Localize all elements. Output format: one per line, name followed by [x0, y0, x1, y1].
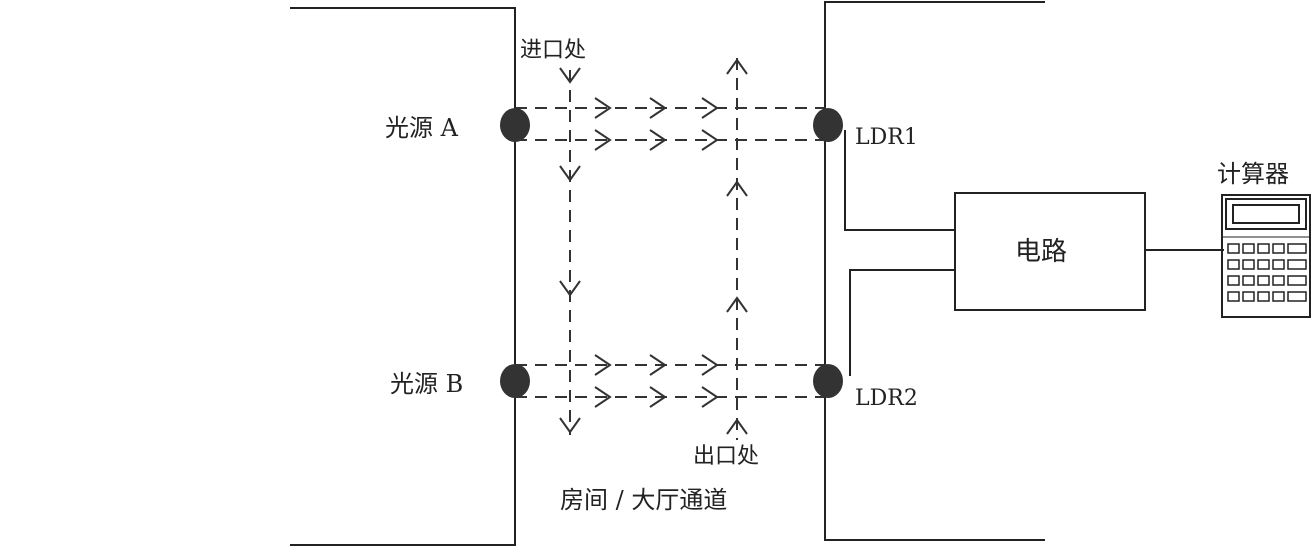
calculator-icon — [1221, 194, 1311, 318]
calculator-key — [1287, 259, 1307, 270]
calculator-key — [1287, 275, 1307, 286]
right-wall — [824, 1, 1045, 541]
ldr2-sensor — [813, 364, 843, 398]
calculator-key — [1227, 259, 1240, 270]
down-arrow-icon — [559, 67, 581, 84]
right-arrow-icon — [594, 129, 612, 151]
down-arrow-icon — [559, 280, 581, 297]
beam-b — [515, 364, 825, 398]
beam-a — [515, 107, 825, 141]
calculator-key — [1242, 291, 1255, 302]
ldr1-sensor — [813, 108, 843, 142]
right-arrow-icon — [701, 97, 719, 119]
label-source-a: 光源 A — [385, 114, 459, 142]
light-source-a — [500, 108, 530, 142]
light-source-b — [500, 364, 530, 398]
path-arrows — [559, 58, 748, 435]
calculator-key — [1242, 243, 1255, 254]
right-arrow-icon — [649, 129, 667, 151]
label-corridor: 房间 / 大厅通道 — [560, 486, 727, 514]
down-arrow-icon — [559, 165, 581, 182]
beam-arrows — [594, 97, 719, 408]
calculator-key — [1287, 291, 1307, 302]
up-arrow-icon — [726, 58, 748, 75]
right-arrow-icon — [649, 97, 667, 119]
right-arrow-icon — [701, 354, 719, 376]
calculator-key — [1257, 259, 1270, 270]
calculator-key — [1287, 243, 1307, 254]
calculator-key — [1242, 259, 1255, 270]
label-exit: 出口处 — [693, 444, 759, 469]
wires — [844, 130, 1224, 376]
left-wall — [290, 7, 516, 546]
calculator-key — [1227, 275, 1240, 286]
right-arrow-icon — [594, 354, 612, 376]
label-circuit: 电路 — [1015, 237, 1067, 267]
right-arrow-icon — [594, 386, 612, 408]
calculator-key — [1227, 243, 1240, 254]
down-arrow-icon — [559, 417, 581, 434]
calculator-key — [1272, 275, 1285, 286]
right-arrow-icon — [701, 129, 719, 151]
right-arrow-icon — [594, 97, 612, 119]
calculator-key — [1257, 291, 1270, 302]
calculator-key — [1257, 275, 1270, 286]
calculator-key — [1257, 243, 1270, 254]
calculator-key — [1272, 259, 1285, 270]
calculator-key — [1242, 275, 1255, 286]
right-arrow-icon — [649, 386, 667, 408]
label-entrance: 进口处 — [520, 38, 586, 63]
right-arrow-icon — [701, 386, 719, 408]
calculator-key — [1227, 291, 1240, 302]
circuit-box — [954, 192, 1146, 311]
label-ldr2: LDR2 — [855, 386, 918, 411]
label-ldr1: LDR1 — [855, 125, 918, 150]
label-calculator: 计算器 — [1217, 160, 1289, 188]
label-source-b: 光源 B — [390, 370, 463, 398]
up-arrow-icon — [726, 296, 748, 313]
calculator-key — [1272, 243, 1285, 254]
right-arrow-icon — [649, 354, 667, 376]
up-arrow-icon — [726, 418, 748, 435]
up-arrow-icon — [726, 180, 748, 197]
calculator-key — [1272, 291, 1285, 302]
